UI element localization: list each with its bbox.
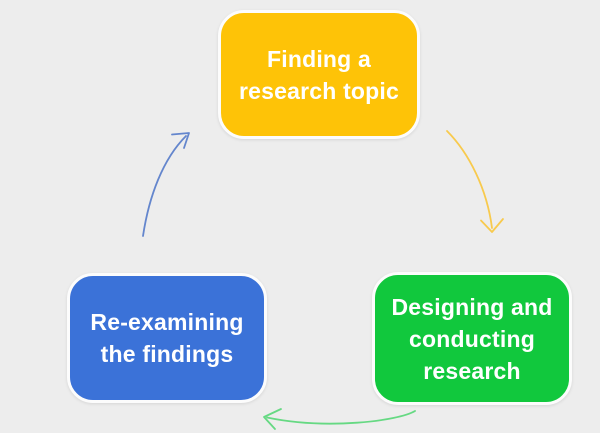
node-reexamining-findings: Re-examining the findings [67,273,267,403]
node-designing-conducting-research-label: Designing and conducting research [391,293,553,384]
node-designing-conducting-research: Designing and conducting research [372,272,572,405]
node-finding-research-topic: Finding a research topic [218,10,420,139]
curved-arrow-designing-to-reexamining-icon [263,408,416,430]
curved-arrow-reexamining-to-topic-icon [142,132,190,237]
node-finding-research-topic-label: Finding a research topic [238,45,400,104]
node-reexamining-findings-label: Re-examining the findings [90,309,244,367]
curved-arrow-topic-to-designing-icon [446,130,504,233]
